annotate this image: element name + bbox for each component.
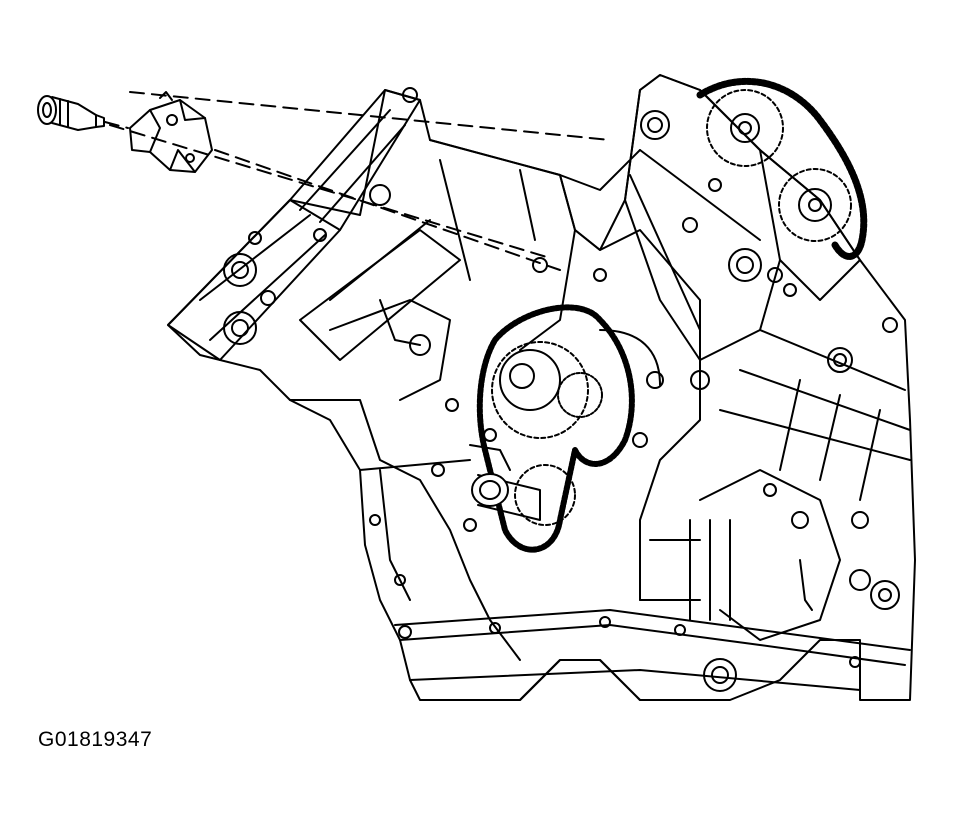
primary-timing-chain — [476, 304, 635, 553]
engine-timing-diagram — [37, 74, 916, 701]
front-cover-frame — [429, 139, 710, 601]
figure-id-label: G01819347 — [38, 728, 153, 751]
crankshaft-nose — [431, 428, 541, 521]
right-cylinder-head — [624, 74, 861, 361]
oil-pan — [394, 609, 911, 701]
left-block-details — [289, 299, 521, 661]
intermediate-sprocket — [491, 341, 589, 439]
tensioner-bolt — [37, 95, 105, 131]
left-cylinder-head — [167, 87, 461, 361]
right-block-ribbing — [719, 283, 911, 501]
chain-tensioner — [129, 91, 213, 173]
right-timing-chain — [696, 77, 868, 260]
tensioner-assembly — [37, 91, 611, 271]
center-cam-drive — [476, 304, 664, 553]
right-cam-sprocket-upper — [706, 89, 784, 167]
alignment-lines — [104, 91, 611, 271]
lower-right-accessories — [639, 469, 900, 692]
engine-block — [167, 74, 916, 701]
right-cam-drive — [696, 77, 868, 260]
crankshaft-sprocket — [514, 464, 576, 526]
right-cam-sprocket-lower — [778, 168, 852, 242]
